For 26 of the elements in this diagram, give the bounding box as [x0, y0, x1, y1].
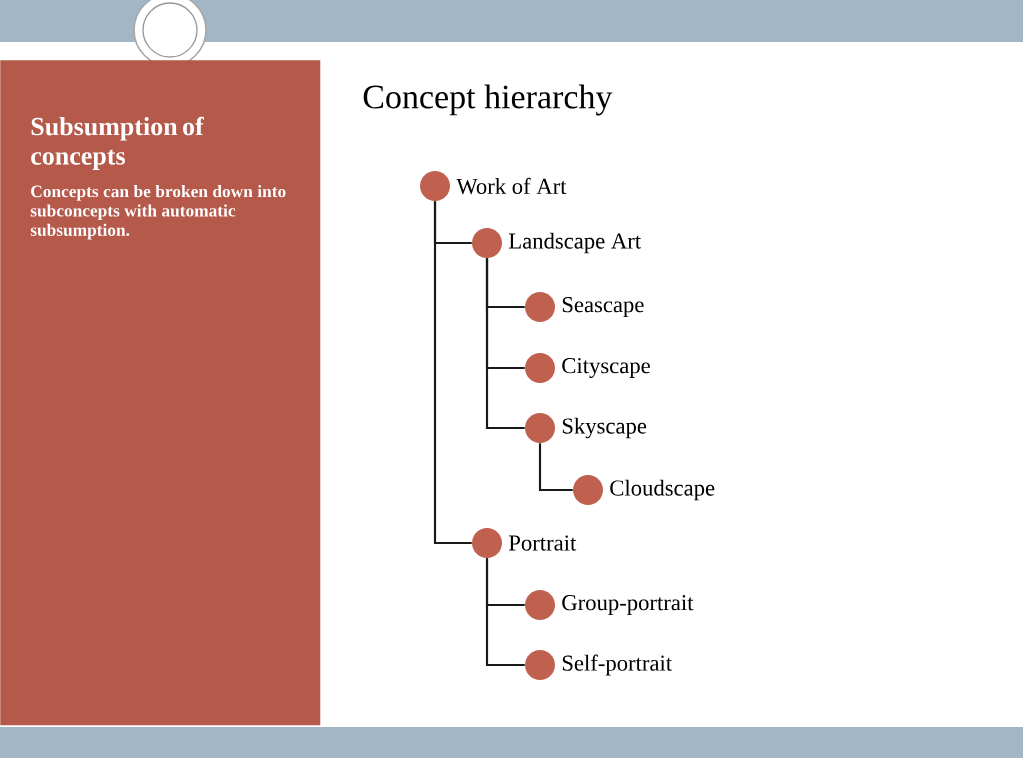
- bullet-node: Group-portrait: [525, 590, 694, 620]
- bullet-node: Skyscape: [525, 413, 647, 443]
- tree-connector: [485, 258, 525, 430]
- node-label: Landscape Art: [508, 232, 641, 254]
- tree-connector: [485, 558, 525, 667]
- panel-heading: Subsumption of concepts: [31, 116, 204, 170]
- node-label: Skyscape: [562, 417, 647, 439]
- bullet-node: Cloudscape: [573, 475, 715, 505]
- bullet-node: Self-portrait: [525, 650, 672, 680]
- bullet-node: Landscape Art: [472, 228, 641, 258]
- node-label: Seascape: [562, 297, 644, 317]
- node-label: Self-portrait: [562, 654, 672, 676]
- side-panel: [0, 60, 321, 726]
- node-label: Group-portrait: [562, 595, 694, 615]
- bullet-node: Cityscape: [525, 353, 650, 383]
- panel-text: Concepts can be broken down into subconcepts with automatic subsumption.: [30, 185, 286, 240]
- bullet-node: Work of Art: [420, 171, 567, 201]
- tree-connector: [433, 201, 472, 545]
- node-label: Cloudscape: [610, 479, 715, 501]
- node-label: Portrait: [508, 535, 577, 551]
- tree-connector: [538, 443, 573, 492]
- slide-title: Concept hierarchy: [363, 84, 613, 116]
- bullet-node: Portrait: [472, 528, 577, 558]
- bullet-node: Seascape: [525, 292, 644, 322]
- node-label: Work of Art: [456, 177, 567, 195]
- node-label: Cityscape: [562, 358, 650, 378]
